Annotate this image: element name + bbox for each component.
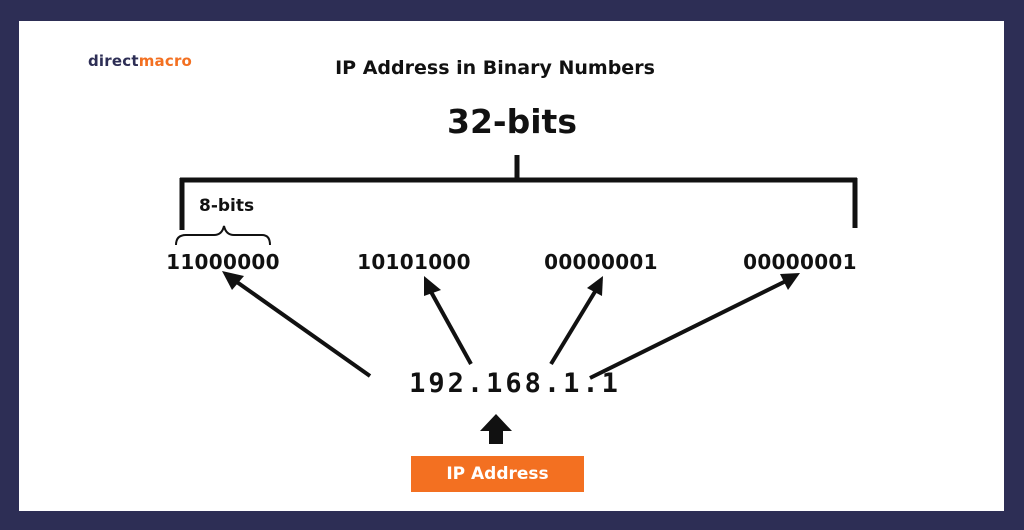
logo-part-macro: macro	[138, 52, 193, 70]
ip-address-button[interactable]: IP Address	[411, 456, 584, 492]
ip-address-value: 192.168.1.1	[409, 368, 621, 399]
brand-logo: directmacro	[88, 52, 192, 70]
logo-part-direct: direct	[88, 52, 139, 70]
binary-octet-3: 00000001	[544, 250, 658, 274]
octet-bits-label: 8-bits	[199, 196, 255, 216]
page-title: IP Address in Binary Numbers	[335, 57, 655, 79]
total-bits-label: 32-bits	[447, 102, 577, 141]
binary-octet-1: 11000000	[166, 250, 280, 274]
binary-octet-4: 00000001	[743, 250, 857, 274]
binary-octet-2: 10101000	[357, 250, 471, 274]
